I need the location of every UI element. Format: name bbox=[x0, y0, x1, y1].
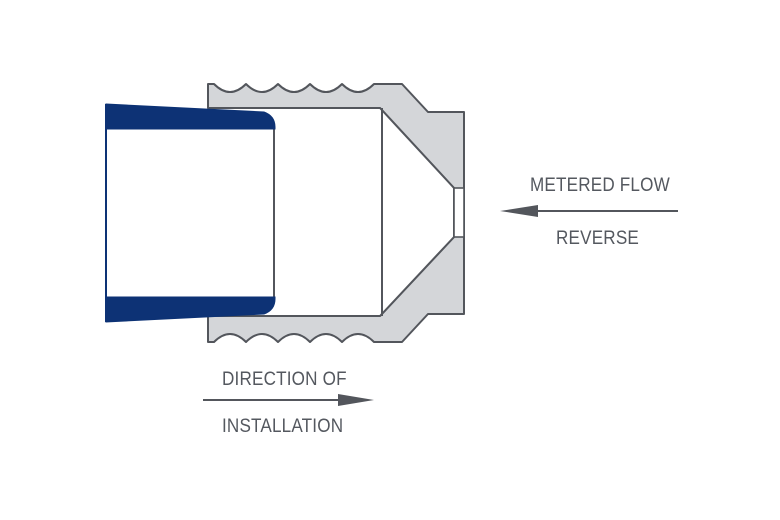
metered-flow-arrowhead bbox=[500, 205, 538, 217]
orifice bbox=[453, 187, 465, 238]
tube-wall-top bbox=[105, 103, 276, 130]
tube-interior bbox=[105, 127, 275, 299]
reverse-label: REVERSE bbox=[556, 228, 639, 249]
direction-of-label: DIRECTION OF bbox=[222, 369, 347, 390]
installation-label: INSTALLATION bbox=[222, 416, 344, 437]
tube-wall-bottom bbox=[105, 296, 276, 323]
installation-arrowhead bbox=[338, 394, 374, 406]
metered-flow-label: METERED FLOW bbox=[530, 175, 670, 196]
